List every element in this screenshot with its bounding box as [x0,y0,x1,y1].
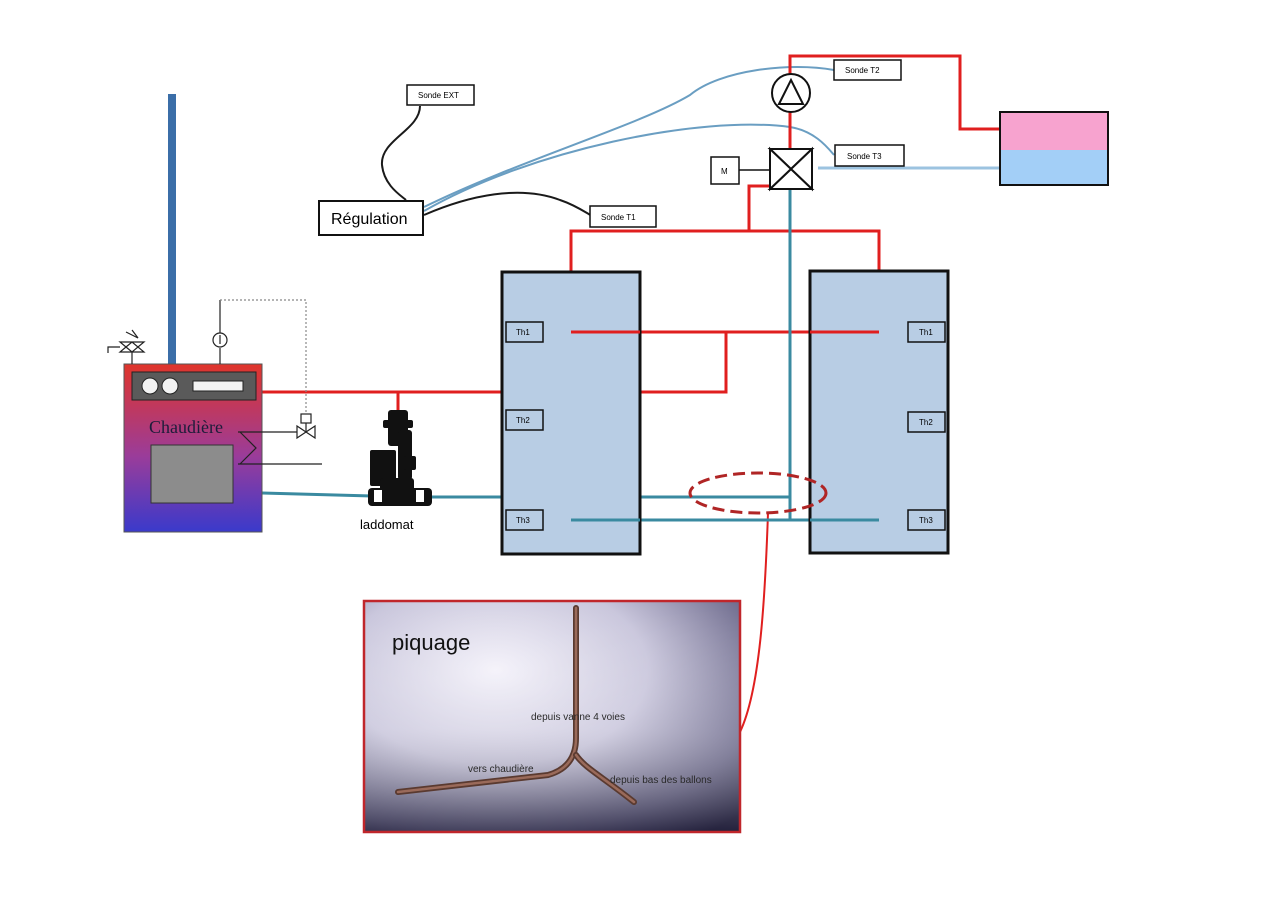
sonde-t3-label: Sonde T3 [847,152,882,161]
heat-consumer [999,111,1109,186]
valve-motor: M [710,156,770,185]
inset-title: piquage [392,630,470,655]
tank-internal-pipes [571,330,879,522]
thermostatic-valve [296,413,316,440]
wire-sonde-t3 [423,123,835,212]
tank-1-th1-box [505,321,544,343]
laddomat-unit [368,410,432,506]
tank-2-th1-box [907,321,946,343]
boiler-knob-1 [141,377,159,395]
pipe-valve-to-consumer [788,54,1000,148]
tank-2-th1-label: Th1 [919,328,933,337]
boiler-knob-2 [161,377,179,395]
tank-1-th2-box [505,409,544,431]
inset-photo-shade [364,601,740,832]
sonde-ext-label: Sonde EXT [418,91,459,100]
tank-1-th3-label: Th3 [516,516,530,525]
boiler-label: Chaudière [149,417,223,437]
pipe-boiler-return [261,491,373,498]
sonde-t1-box [589,205,657,228]
pipe-inter-tank [640,332,728,394]
sonde-t2-box [833,59,902,81]
tank-2-th3-label: Th3 [919,516,933,525]
inset-to-boiler: vers chaudière [468,764,534,775]
regulation-label: Régulation [331,211,408,228]
chimney [168,94,176,364]
pipe-to-valve [747,184,790,231]
buffer-tank-1: Th1 Th2 Th3 [500,270,642,556]
thermostatic-capillary [220,299,307,414]
tank-1-th3-box [505,509,544,531]
boiler-display [192,380,244,392]
buffer-tank-2: Th1 Th2 Th3 [808,269,950,555]
sensor-labels: Sonde EXT Sonde T2 Sonde T3 Sonde T1 Rég… [318,59,905,236]
tank-2-th2-label: Th2 [919,418,933,427]
sonde-t3-box [834,144,905,167]
piquage-inset: piquage depuis vanne 4 voies vers chaudi… [362,599,742,834]
piquage-highlight [688,471,828,515]
sonde-ext-box [406,84,475,106]
boiler: Chaudière [123,363,322,533]
inset-from-tanks: depuis bas des ballons [610,775,712,786]
four-way-valve [767,146,815,192]
inset-from-valve: depuis vanne 4 voies [531,712,625,723]
pipe-top-manifold [569,229,881,272]
regulation-box [318,200,424,236]
sonde-t1-label: Sonde T1 [601,213,636,222]
wire-sonde-ext [380,105,421,201]
sensor-wires [380,66,835,217]
tank-1-th1-label: Th1 [516,328,530,337]
wire-sonde-t2 [423,66,835,208]
boiler-door [150,444,234,504]
safety-valve [107,329,146,364]
inset-border [362,599,742,834]
circulator-pump [771,73,811,113]
tank-2-th2-box [907,411,946,433]
heat-exchanger-coil [238,431,322,465]
valve-motor-label: M [721,167,728,176]
laddomat-label: laddomat [360,517,414,532]
sonde-t2-label: Sonde T2 [845,66,880,75]
wire-sonde-t1 [423,191,593,217]
tank-1-th2-label: Th2 [516,416,530,425]
tank-2-th3-box [907,509,946,531]
tee-fitting-pipe [395,605,637,805]
thermometer-icon [212,300,228,364]
inset-link-line [739,512,769,733]
